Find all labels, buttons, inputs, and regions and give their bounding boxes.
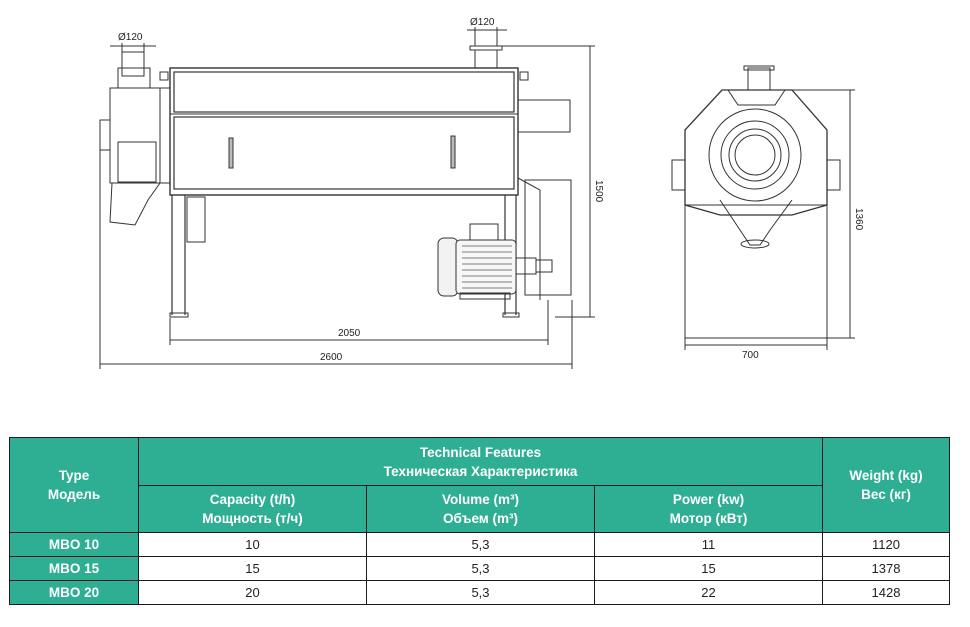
- weight-header: Weight (kg) Вес (кг): [822, 437, 950, 533]
- technical-drawing: Ø120 Ø120 1500 2050 2600 1360 700: [99, 17, 864, 369]
- capacity-header: Capacity (t/h) Мощность (т/ч): [138, 485, 367, 533]
- body-outline: [169, 67, 519, 196]
- volume-cell: 5,3: [366, 532, 595, 557]
- dim-top-inlet-diameter: Ø120: [470, 17, 495, 28]
- weight-cell: 1378: [822, 556, 950, 581]
- volume-cell: 5,3: [366, 580, 595, 605]
- features-header: Technical Features Техническая Характери…: [138, 437, 823, 486]
- power-cell: 11: [594, 532, 823, 557]
- capacity-cell: 20: [138, 580, 367, 605]
- table-row: MBO 10 10 5,3 11 1120: [9, 532, 950, 557]
- volume-header: Volume (m³) Объем (m³): [366, 485, 595, 533]
- model-cell: MBO 20: [9, 580, 139, 605]
- table-row: MBO 20 20 5,3 22 1428: [9, 580, 950, 605]
- dim-overall-length: 2600: [320, 352, 343, 363]
- power-header: Power (kw) Мотор (кВт): [594, 485, 823, 533]
- spec-table: Type Модель Technical Features Техническ…: [9, 437, 950, 605]
- dim-frame-length: 2050: [338, 328, 361, 339]
- power-cell: 15: [594, 556, 823, 581]
- capacity-cell: 10: [138, 532, 367, 557]
- model-cell: MBO 10: [9, 532, 139, 557]
- dim-front-inlet-diameter: Ø120: [118, 32, 143, 43]
- weight-cell: 1120: [822, 532, 950, 557]
- table-row: MBO 15 15 5,3 15 1378: [9, 556, 950, 581]
- power-cell: 22: [594, 580, 823, 605]
- volume-cell: 5,3: [366, 556, 595, 581]
- dim-side-height: 1360: [853, 208, 864, 231]
- model-cell: MBO 15: [9, 556, 139, 581]
- dim-side-width: 700: [742, 350, 759, 361]
- top-inlet: [474, 49, 498, 69]
- type-header: Type Модель: [9, 437, 139, 533]
- dim-height: 1500: [593, 180, 604, 203]
- capacity-cell: 15: [138, 556, 367, 581]
- weight-cell: 1428: [822, 580, 950, 605]
- motor: [437, 237, 459, 297]
